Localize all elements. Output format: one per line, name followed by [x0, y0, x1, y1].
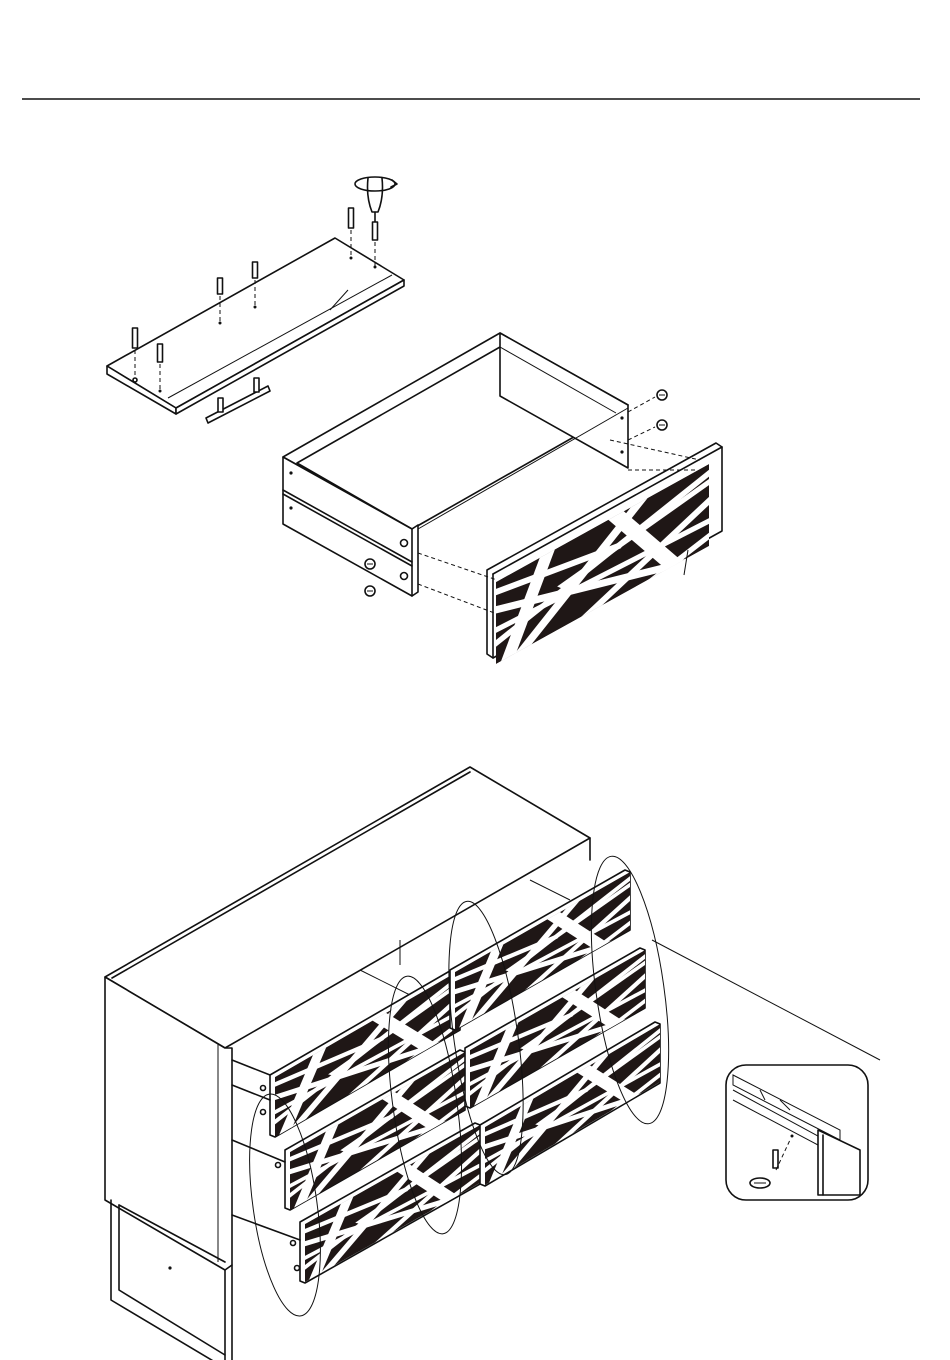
step-lower	[105, 767, 880, 1360]
rail-detail-callout-icon	[726, 1065, 868, 1200]
screwdriver-icon	[355, 177, 397, 222]
step-upper	[107, 177, 722, 674]
